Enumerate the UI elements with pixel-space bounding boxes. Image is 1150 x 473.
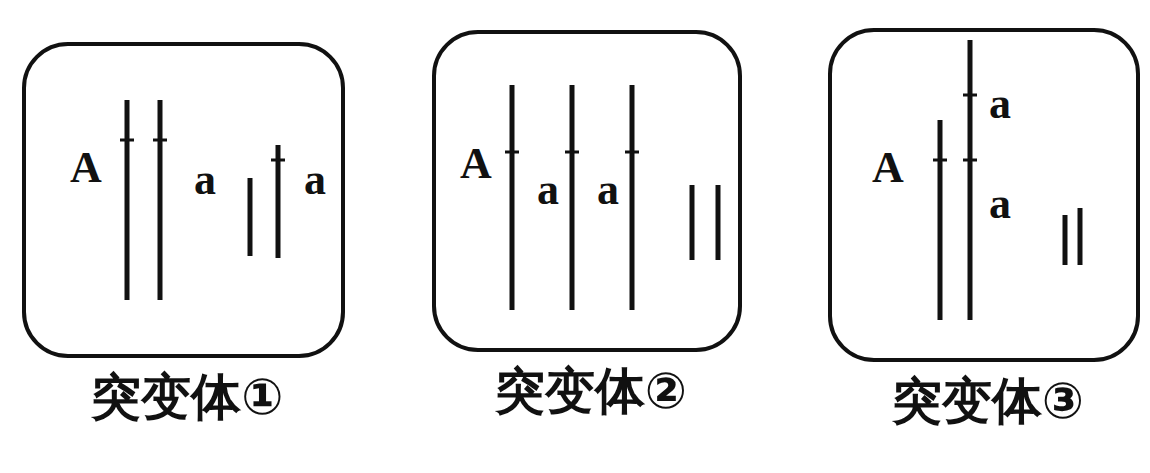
gene-label: a bbox=[304, 158, 326, 202]
chromosome bbox=[1063, 215, 1068, 265]
gene-label: A bbox=[872, 146, 904, 190]
chromosome bbox=[125, 100, 130, 300]
cell-box: Aaa突变体① bbox=[22, 42, 345, 358]
gene-locus bbox=[625, 151, 639, 154]
chromosome bbox=[938, 120, 943, 320]
chromosome bbox=[570, 85, 575, 310]
chromosome bbox=[968, 40, 973, 320]
gene-locus bbox=[963, 94, 977, 97]
gene-label: A bbox=[460, 142, 492, 186]
gene-label: a bbox=[597, 168, 619, 212]
gene-label: a bbox=[989, 82, 1011, 126]
chromosome bbox=[1078, 208, 1083, 265]
chromosome bbox=[690, 185, 695, 260]
gene-label: a bbox=[194, 158, 216, 202]
cell-box: Aaa突变体② bbox=[432, 30, 742, 352]
chromosome bbox=[510, 85, 515, 310]
chromosome bbox=[158, 100, 163, 300]
gene-locus bbox=[963, 159, 977, 162]
gene-locus bbox=[120, 139, 134, 142]
cell-box: Aaa突变体③ bbox=[828, 28, 1140, 362]
mutant-caption: 突变体③ bbox=[892, 374, 1084, 429]
chromosome bbox=[630, 85, 635, 310]
gene-locus bbox=[271, 159, 285, 162]
gene-label: a bbox=[989, 182, 1011, 226]
gene-label: a bbox=[537, 168, 559, 212]
gene-locus bbox=[153, 139, 167, 142]
mutant-caption: 突变体① bbox=[91, 370, 283, 425]
gene-locus bbox=[933, 159, 947, 162]
chromosome bbox=[248, 178, 253, 256]
gene-locus bbox=[505, 151, 519, 154]
gene-locus bbox=[565, 151, 579, 154]
mutant-caption: 突变体② bbox=[495, 364, 687, 419]
chromosome bbox=[276, 145, 281, 258]
chromosome bbox=[716, 185, 721, 260]
gene-label: A bbox=[70, 146, 102, 190]
